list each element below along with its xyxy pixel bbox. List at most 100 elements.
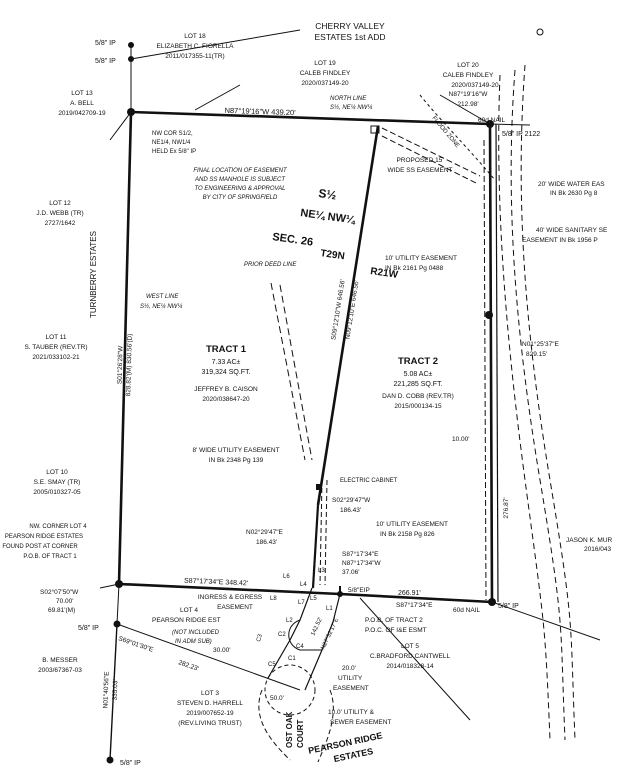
turnberry-estates-label: TURNBERRY ESTATES [89, 231, 98, 318]
nw-corner-lot4-note: PEARSON RIDGE ESTATES [5, 534, 83, 540]
water-easement-note: 20' WIDE WATER EAS [538, 181, 605, 188]
tract-2-acres: 5.08 AC± [404, 371, 433, 378]
tract-1-title: TRACT 1 [206, 344, 247, 355]
lot-owner: C.BRADFORD CANTWELL [370, 653, 451, 660]
ingress-egress-note: INGRESS & EGRESS [198, 594, 263, 601]
nw-corner-lot4-note: FOUND POST AT CORNER [2, 544, 78, 550]
final-location-note: AND SS MANHOLE IS SUBJECT [194, 177, 286, 183]
north-line-note: S½, NE¼ NW¼ [330, 104, 372, 111]
utility-sewer-note: 10.0' UTILITY & [328, 709, 375, 716]
lot-deed: 2016/043 [584, 546, 611, 553]
west-line-distance: 828.82'(M) 830.56'(D) [125, 333, 134, 396]
bearing-label: N01°40'56"E [101, 671, 110, 709]
curve-label: C1 [288, 656, 296, 662]
range-label: R21W [370, 266, 400, 281]
utility-easement-note: IN Bk 2158 Pg 826 [380, 531, 435, 538]
lot-deed: 2003/67367-03 [38, 667, 82, 674]
bearing-label: S02°07'50"W [40, 588, 79, 596]
pob-tract2-note: P.O.C. OF I&E ESMT [365, 627, 427, 634]
dimension-label: 276.87' [503, 497, 510, 518]
utility-easement-note: EASEMENT [333, 685, 369, 692]
final-location-note: FINAL LOCATION OF EASEMENT [193, 168, 288, 174]
utility-easement-note: UTILITY [338, 675, 363, 682]
line-label: L7 [298, 600, 305, 606]
lot-owner: STEVEN D. HARRELL [177, 700, 243, 707]
monument-label: 60d NAIL [453, 607, 480, 614]
nw-corner-lot4-note: NW. CORNER LOT 4 [29, 524, 87, 530]
lot-deed: 2020/037149-20 [301, 80, 349, 87]
final-location-note: TO ENGINEERING & APPROVAL [194, 186, 285, 192]
line-label: L3 [318, 568, 325, 574]
lot-owner: CALEB FINDLEY [443, 72, 494, 79]
east-line-bearing: N01°25'37"E [522, 340, 560, 348]
final-location-note: BY CITY OF SPRINGFIELD [203, 195, 278, 201]
monument-label: 5/8" IP [120, 760, 141, 767]
lot-label: LOT 18 [184, 33, 206, 40]
nw-corner-lot4-note: P.O.B. OF TRACT 1 [23, 554, 77, 560]
lot-deed: 2011/017355-11(TR) [165, 53, 224, 60]
lot-label: LOT 4 [180, 607, 198, 614]
subdivision-title-line2: ESTATES 1st ADD [314, 32, 385, 42]
line-label: L8 [270, 596, 277, 602]
lot-deed: 2021/033102-21 [32, 354, 80, 361]
monument-label: 5/8" IP [95, 58, 116, 65]
tract-2-owner: DAN D. COBB (REV.TR) [382, 393, 454, 400]
tract-1-owner: JEFFREY B. CAISON [194, 386, 258, 393]
utility-easement-note: 10' UTILITY EASEMENT [376, 521, 448, 528]
court-street-label: OST OAK [285, 711, 294, 748]
tract-2-sqft: 221,285 SQ.FT. [393, 381, 442, 388]
dimension-label: 30.00' [213, 647, 231, 654]
township-label: T29N [320, 248, 346, 262]
bearing-label: N27°32'17"E [320, 617, 340, 650]
lot-label: LOT 19 [314, 60, 336, 67]
line-label: L4 [300, 582, 307, 588]
utility-easement-note: IN Bk 2161 Pg 0488 [385, 265, 444, 272]
lot-label: LOT 3 [201, 690, 219, 697]
easement-lines [258, 64, 576, 763]
north-line-bearing: N87°19'16"W 439.20' [224, 106, 296, 117]
line-label: L1 [326, 606, 333, 612]
lot-note: IN ADM SUB) [175, 639, 212, 645]
lot-owner: PEARSON RIDGE EST [152, 617, 221, 624]
lot-owner: B. MESSER [42, 657, 78, 664]
distance-label: 266.91' [398, 590, 421, 597]
west-line-bearing: S01°26'28"W [116, 345, 125, 384]
offset-dimension: 10.00' [452, 436, 470, 443]
divider-bearing: N09°12'10"E 646.56' [343, 280, 360, 340]
boundary-lines [117, 110, 499, 604]
lot-deed: 2014/018328-14 [386, 663, 434, 670]
bearing-label: N87°17'34"W [342, 559, 382, 567]
lot-label: LOT 12 [49, 200, 71, 207]
court-street-label: COURT [296, 719, 305, 748]
distance-label: 37.06' [342, 569, 360, 576]
bearing-label: S87°17'34"E [396, 601, 433, 609]
utility-easement-note: IN Bk 2348 Pg 139 [209, 457, 264, 464]
tract-2-title: TRACT 2 [398, 356, 438, 367]
lot-owner: S.E. SMAY (TR) [34, 479, 81, 486]
distance-label: 282.23' [177, 659, 199, 672]
curve-label: C5 [268, 662, 276, 668]
monument-label: 5/8" IP [95, 40, 116, 47]
west-line-note: S½, NE¼ NW¼ [140, 303, 182, 310]
line-label: L6 [283, 574, 290, 580]
west-line-note: WEST LINE [146, 294, 179, 300]
utility-sewer-note: SEWER EASEMENT [330, 719, 391, 726]
curve-label: C4 [296, 644, 304, 650]
divider-bearing: S09°12'10"W 646.56' [329, 279, 346, 341]
lot-deed: 2019/042709-19 [58, 110, 106, 117]
section-number: SEC. 26 [272, 231, 314, 249]
tract-1-sqft: 319,324 SQ.FT. [201, 369, 250, 376]
lot-label: LOT 20 [457, 62, 479, 69]
bearing-label: S69°01'30"E [117, 634, 155, 654]
lot-note: (REV.LIVING TRUST) [178, 720, 242, 727]
pob-tract2-note: P.O.B. OF TRACT 2 [365, 617, 423, 624]
curve-label: C2 [278, 632, 286, 638]
distance-label: 69.81'(M) [48, 607, 75, 614]
section-quarter: S½ [318, 186, 338, 202]
bearing-label: N02°29'47"E [246, 528, 284, 536]
south-line-bearing: S87°17'34"E 348.42' [184, 577, 248, 588]
east-line-distance: 829.15' [526, 351, 547, 358]
nw-corner-note: NE1/4, NW1/4 [152, 140, 191, 146]
monument-label: 5/8" IP [78, 625, 99, 632]
